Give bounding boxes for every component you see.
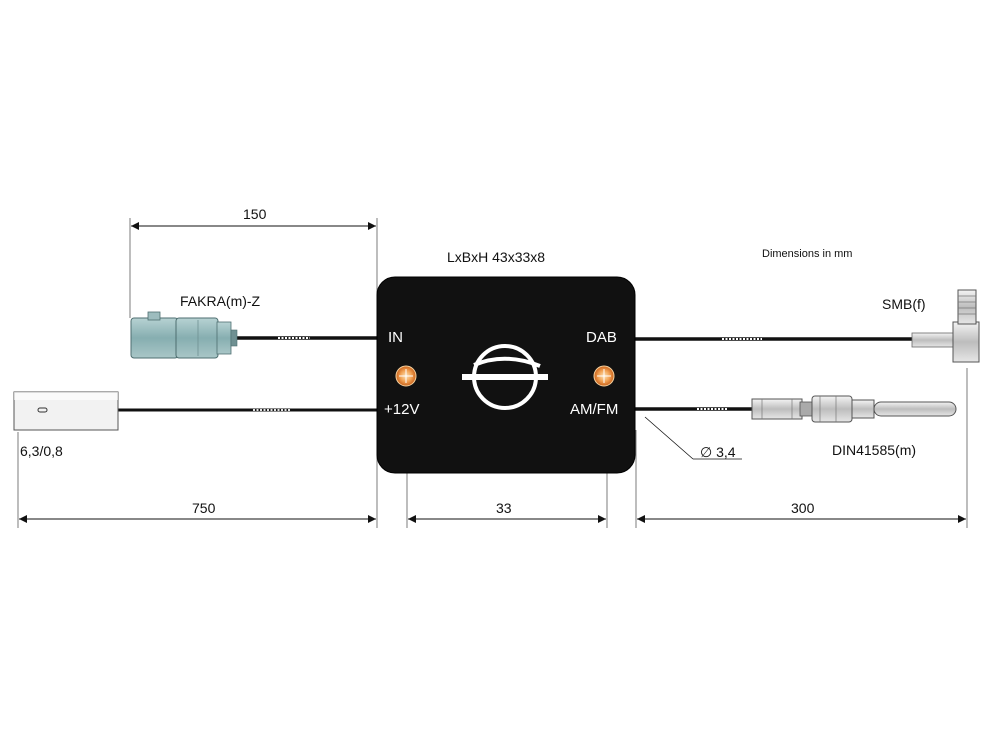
- led-indicator-icon: [395, 365, 417, 387]
- fakra-connector: [130, 311, 238, 359]
- led-indicator-icon: [593, 365, 615, 387]
- diameter-leader: [644, 416, 694, 460]
- dimension-label-750: 750: [192, 500, 216, 516]
- cable-diameter-label: ∅ 3,4: [700, 444, 736, 460]
- manufacturer-logo-icon: [462, 344, 548, 410]
- power-plug: [13, 391, 119, 431]
- dimension-label-300: 300: [791, 500, 815, 516]
- box-size-label: LxBxH 43x33x8: [447, 249, 546, 265]
- extension-lines: [17, 218, 968, 528]
- power-plug-label: 6,3/0,8: [20, 443, 63, 459]
- dab-port-label: DAB: [586, 329, 617, 346]
- cables: [118, 336, 918, 412]
- smb-label: SMB(f): [882, 296, 926, 312]
- in-port-label: IN: [388, 329, 403, 346]
- smb-connector: [911, 289, 980, 363]
- dimension-label-33: 33: [496, 500, 512, 516]
- dimension-lines: [19, 222, 966, 523]
- dimension-label-150: 150: [243, 206, 267, 222]
- din-label: DIN41585(m): [832, 442, 917, 458]
- power-port-label: +12V: [384, 401, 420, 418]
- units-note: Dimensions in mm: [762, 248, 853, 260]
- amfm-port-label: AM/FM: [570, 401, 619, 418]
- fakra-label: FAKRA(m)-Z: [180, 293, 261, 309]
- amplifier-box: [376, 276, 636, 474]
- din-connector: [751, 395, 957, 423]
